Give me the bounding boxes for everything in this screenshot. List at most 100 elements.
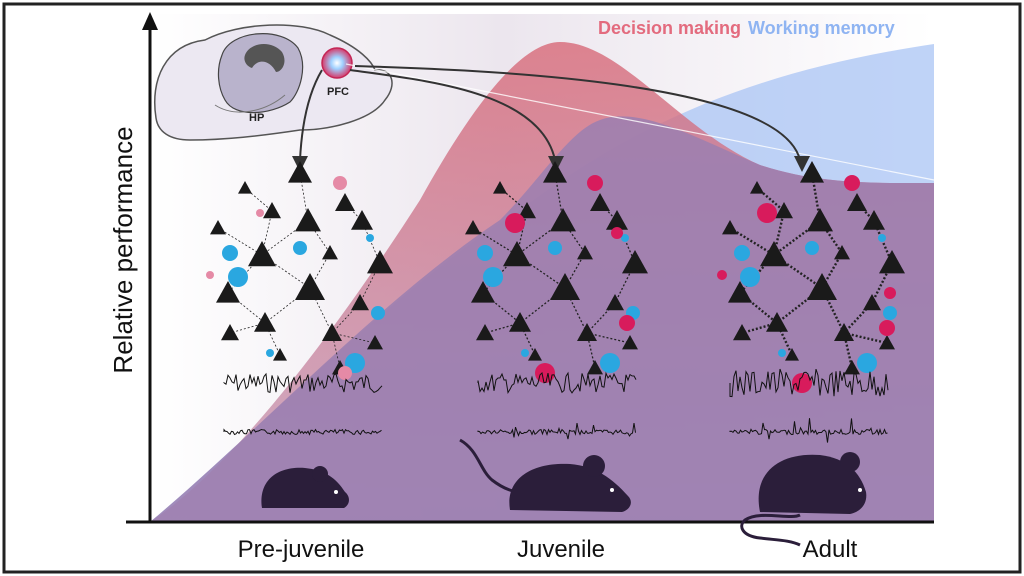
synapse-link	[472, 227, 518, 256]
y-axis-arrow-icon	[142, 12, 158, 30]
hp-label: HP	[249, 112, 264, 124]
pyramidal-neuron	[834, 323, 854, 341]
pfc-highlight	[321, 47, 353, 79]
pyramidal-neuron	[216, 281, 240, 303]
interneuron-pink	[611, 227, 623, 239]
interneuron-pink	[717, 270, 727, 280]
pyramidal-neuron	[367, 250, 393, 274]
synapse-link	[843, 302, 873, 334]
pyramidal-neuron	[509, 312, 531, 332]
pyramidal-neuron	[587, 360, 603, 375]
mouse-pre-juvenile	[261, 466, 349, 508]
pyramidal-neuron	[543, 161, 567, 183]
pyramidal-neuron	[465, 220, 481, 235]
interneuron-blue	[740, 267, 760, 287]
y-axis-label: Relative performance	[108, 126, 138, 373]
pyramidal-neuron	[351, 294, 369, 311]
pyramidal-neuron	[750, 181, 764, 194]
synapse-link	[562, 220, 586, 254]
synapse-link	[614, 262, 636, 304]
interneuron-blue	[883, 306, 897, 320]
interneuron-pink	[505, 213, 525, 233]
interneuron-blue	[734, 245, 750, 261]
pyramidal-neuron	[503, 241, 531, 267]
stage-label-juvenile: Juvenile	[517, 536, 605, 563]
pyramidal-neuron	[493, 181, 507, 194]
pyramidal-neuron	[863, 294, 881, 311]
synapse-link	[843, 331, 888, 345]
interneuron-pink	[338, 366, 352, 380]
pyramidal-neuron	[606, 294, 624, 311]
pyramidal-neuron	[834, 245, 850, 260]
interneuron-blue	[483, 267, 503, 287]
pyramidal-neuron	[785, 348, 799, 361]
synapse-link	[586, 332, 631, 344]
interneuron-pink	[535, 363, 555, 383]
pyramidal-neuron	[844, 360, 860, 375]
interneuron-blue	[600, 353, 620, 373]
stage-label-adult: Adult	[803, 536, 858, 563]
network-juvenile	[465, 161, 648, 383]
projection-arrows	[299, 63, 935, 181]
legend-decision-making: Decision making	[598, 18, 741, 38]
interneuron-blue	[805, 241, 819, 255]
synapse-link	[359, 262, 381, 304]
pyramidal-neuron	[221, 324, 239, 341]
interneuron-blue	[621, 234, 629, 242]
pyramidal-neuron	[295, 208, 321, 232]
pyramidal-neuron	[760, 241, 788, 267]
pyramidal-neuron	[476, 324, 494, 341]
pyramidal-neuron	[528, 348, 542, 361]
mouse-adult	[740, 452, 867, 547]
network-pre-juvenile	[206, 161, 393, 380]
pyramidal-neuron	[248, 241, 276, 267]
pyramidal-neuron	[800, 161, 824, 183]
pyramidal-neuron	[263, 202, 281, 219]
pyramidal-neuron	[733, 324, 751, 341]
lfp-trace	[223, 372, 383, 394]
pyramidal-neuron	[273, 348, 287, 361]
pyramidal-neuron	[728, 281, 752, 303]
pyramidal-neuron	[238, 181, 252, 194]
pyramidal-neuron	[775, 202, 793, 219]
interneuron-blue	[778, 349, 786, 357]
pyramidal-neuron	[288, 161, 312, 183]
pyramidal-neuron	[577, 323, 597, 341]
overlap-region	[150, 116, 934, 522]
synapse-link	[819, 220, 843, 254]
synapse-link	[729, 226, 775, 257]
interneuron-pink	[619, 315, 635, 331]
pyramidal-neuron	[550, 273, 580, 300]
pyramidal-neuron	[322, 323, 342, 341]
interneuron-blue	[293, 241, 307, 255]
pyramidal-neuron	[807, 208, 833, 232]
interneuron-blue	[477, 245, 493, 261]
pyramidal-neuron	[722, 220, 738, 235]
interneuron-pink	[884, 287, 896, 299]
spike-trace	[477, 422, 636, 440]
legend-working-memory: Working memory	[748, 18, 895, 38]
pyramidal-neuron	[606, 210, 628, 230]
pyramidal-neuron	[622, 250, 648, 274]
interneuron-pink	[206, 271, 214, 279]
spike-trace	[223, 428, 382, 436]
pfc-label: PFC	[327, 86, 349, 98]
interneuron-pink	[879, 320, 895, 336]
interneuron-pink	[844, 175, 860, 191]
pyramidal-neuron	[807, 273, 837, 300]
interneuron-blue	[548, 241, 562, 255]
interneuron-blue	[366, 234, 374, 242]
pyramidal-neuron	[295, 273, 325, 300]
interneuron-blue	[857, 353, 877, 373]
interneuron-pink	[256, 209, 264, 217]
pyramidal-neuron	[847, 193, 867, 211]
pyramidal-neuron	[622, 335, 638, 350]
pyramidal-neuron	[518, 202, 536, 219]
synapse-link	[331, 302, 361, 334]
pyramidal-neuron	[335, 193, 355, 211]
interneuron-blue	[521, 349, 529, 357]
pyramidal-neuron	[863, 210, 885, 230]
interneuron-blue	[345, 353, 365, 373]
